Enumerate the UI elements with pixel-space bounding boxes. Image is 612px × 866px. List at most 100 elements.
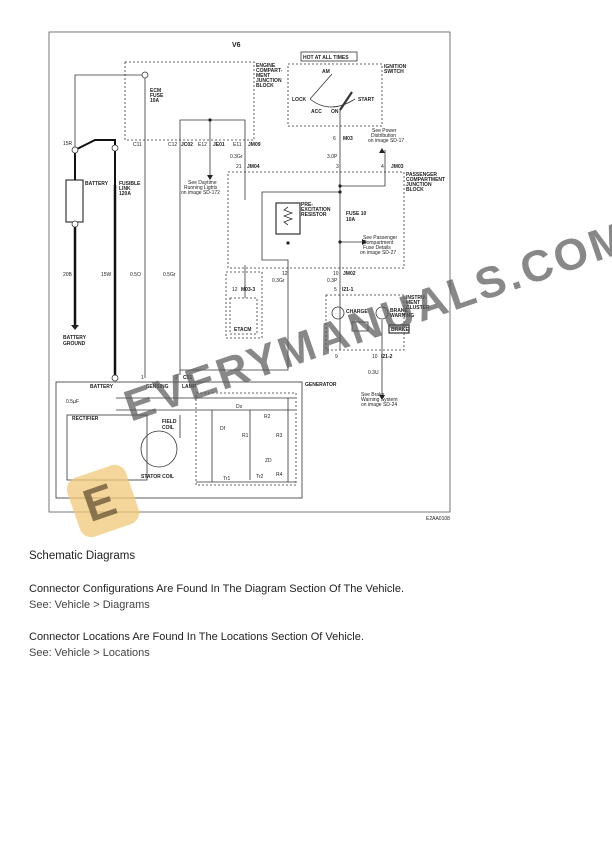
component-zd: ZD: [265, 458, 272, 464]
engine-block-label: ENGINE: [256, 63, 276, 69]
passenger-block-label: COMPARTMENT: [406, 177, 445, 183]
connector-m03-3: M03-3: [241, 287, 255, 293]
brake-box-label: BRAKE: [391, 327, 409, 333]
battery-ground-label: BATTERY: [63, 335, 87, 341]
connector-m03: M03: [343, 136, 353, 142]
connector-locations-text: Connector Locations Are Found In The Loc…: [29, 631, 364, 643]
see-power-note: Distribution: [371, 133, 396, 139]
gen-battery-terminal: BATTERY: [90, 384, 114, 390]
connector-c11: C11: [133, 142, 142, 148]
connector-i21-2: I21-2: [381, 354, 393, 360]
ignition-am: AM: [322, 69, 330, 75]
component-r2: R2: [264, 414, 271, 420]
connector-pin: 9: [335, 354, 338, 360]
component-tr1: Tr1: [223, 476, 231, 482]
engine-block-label: BLOCK: [256, 83, 274, 89]
etacm-label: ETACM: [234, 327, 251, 333]
connector-pin: 10: [333, 271, 339, 277]
generator-label: GENERATOR: [305, 382, 337, 388]
brake-warning-label: BRAKE: [390, 308, 408, 314]
pre-excitation-resistor: [275, 202, 301, 235]
connector-c12: C12: [168, 142, 177, 148]
wire-3p: 3.0P: [327, 154, 338, 160]
ignition-switch-block: [287, 63, 383, 127]
fusible-link-label: LINK: [119, 186, 131, 192]
component-ds: Ds: [236, 404, 243, 410]
connector-e11: E11: [233, 142, 242, 148]
connector-jm03: JM03: [391, 164, 404, 170]
field-coil-label: FIELD: [162, 419, 177, 425]
component-r4: R4: [276, 472, 283, 478]
figure-code: E2AA0108: [426, 516, 450, 522]
connector-jc02: JC02: [181, 142, 193, 148]
fuse10-label: FUSE 10: [346, 211, 367, 217]
diagram-title: V6: [232, 42, 241, 49]
wire-15r: 15R: [63, 141, 73, 147]
connector-c51: C51: [183, 375, 192, 381]
see-passenger-note: See Passenger: [363, 235, 398, 241]
ignition-switch-label: SWITCH: [384, 69, 404, 75]
locations-link[interactable]: See: Vehicle > Locations: [29, 647, 150, 659]
instrument-cluster-block: [325, 294, 405, 351]
charge-label: CHARGE: [346, 309, 368, 315]
see-power-note: See Power: [372, 128, 397, 134]
see-passenger-note: Compartment: [363, 240, 394, 246]
engine-block-label: COMPART-: [256, 68, 283, 74]
component-r1: R1: [242, 433, 249, 439]
ignition-start: START: [358, 97, 374, 103]
ignition-on: ON: [331, 109, 339, 115]
battery-label: BATTERY: [85, 181, 109, 187]
generator-block: [55, 381, 303, 499]
etacm-block: [229, 297, 258, 335]
connector-pin: 5: [334, 287, 337, 293]
connector-jm09: JM09: [248, 142, 261, 148]
ecm-fuse-label: FUSE: [150, 93, 164, 99]
diagrams-link[interactable]: See: Vehicle > Diagrams: [29, 599, 150, 611]
component-r3: R3: [276, 433, 283, 439]
fusible-link-label: 120A: [119, 191, 131, 197]
pre-excitation-label: EXCITATION: [301, 207, 331, 213]
stator-coil: [140, 430, 178, 468]
ignition-switch-label: IGNITION: [384, 64, 407, 70]
instrument-cluster-label: INSTRU-: [406, 295, 427, 301]
passenger-block-label: JUNCTION: [406, 182, 432, 188]
engine-block-label: MENT: [256, 73, 270, 79]
see-daytime-note: on image SD-172: [181, 190, 220, 196]
passenger-block-label: BLOCK: [406, 187, 424, 193]
pre-excitation-label: PRE-: [301, 202, 313, 208]
ecm-fuse-label: ECM: [150, 88, 161, 94]
ignition-lock: LOCK: [292, 97, 307, 103]
see-brake-note: Warning System: [361, 397, 398, 403]
connector-config-text: Connector Configurations Are Found In Th…: [29, 583, 405, 595]
fuse10-label: 10A: [346, 217, 356, 223]
connector-jm02: JM02: [343, 271, 356, 277]
fusible-link-label: FUSIBLE: [119, 181, 141, 187]
see-passenger-note: on image SD-27: [360, 250, 396, 256]
connector-pin: 3: [336, 164, 339, 170]
brake-warning-label: WARNING: [390, 313, 414, 319]
component-df: Df: [220, 426, 226, 432]
wire-03u: 0.3U: [368, 370, 379, 376]
component-tr2: Tr2: [256, 474, 264, 480]
wire-20b: 20B: [63, 272, 73, 278]
wire-03gr: 0.3Gr: [230, 154, 243, 160]
connector-pin: 12: [282, 271, 288, 277]
battery-ground-label: GROUND: [63, 341, 86, 347]
engine-block-label: JUNCTION: [256, 78, 282, 84]
field-coil-label: COIL: [162, 425, 174, 431]
passenger-junction-block: [227, 171, 405, 269]
gen-sensing-terminal: SENSING: [146, 384, 169, 390]
see-passenger-note: Fuse Details: [363, 245, 391, 251]
wire-03gr: 0.3Gr: [272, 278, 285, 284]
battery: [65, 179, 84, 223]
connector-pin: 2: [175, 375, 178, 381]
hot-at-all-times-box: [300, 51, 358, 62]
see-power-note: on image SD-17: [368, 138, 404, 144]
instrument-cluster-label: MENT: [406, 300, 420, 306]
see-daytime-note: Running Lights: [184, 185, 218, 191]
connector-je01: JE01: [213, 142, 225, 148]
connector-pin: 10: [372, 354, 378, 360]
connector-jm04: JM04: [247, 164, 260, 170]
instrument-cluster-label: CLUSTER: [406, 305, 430, 311]
section-heading: Schematic Diagrams: [29, 550, 136, 562]
